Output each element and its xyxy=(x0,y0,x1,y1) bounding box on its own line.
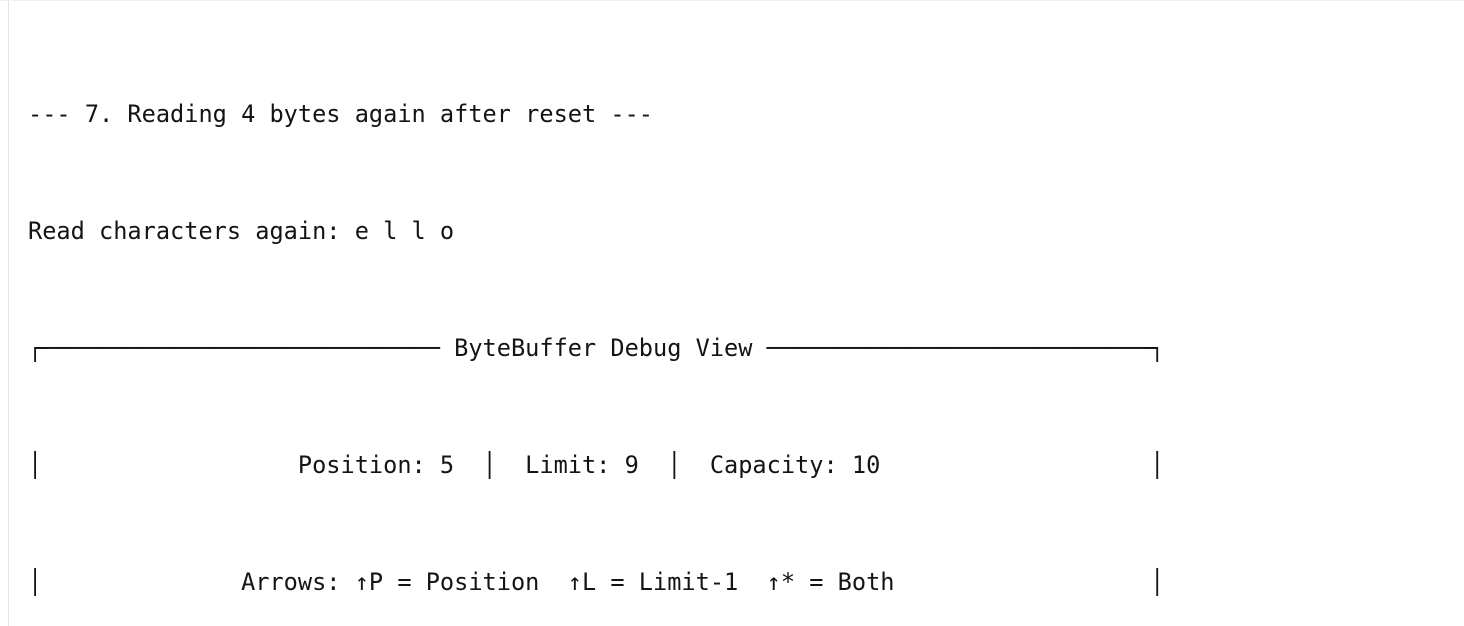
terminal-output: --- 7. Reading 4 bytes again after reset… xyxy=(28,17,1164,626)
panel-left-edge xyxy=(8,1,9,626)
section-header-line: --- 7. Reading 4 bytes again after reset… xyxy=(28,100,654,128)
read-result-line: Read characters again: e l l o xyxy=(28,217,455,245)
debug-box-top-border: ┌──────────────────────────── ByteBuffer… xyxy=(28,334,1165,362)
arrows-legend-line: │ Arrows: ↑P = Position ↑L = Limit-1 ↑* … xyxy=(28,568,1165,596)
debug-stats-line: │ Position: 5 │ Limit: 9 │ Capacity: 10 … xyxy=(28,451,1165,479)
